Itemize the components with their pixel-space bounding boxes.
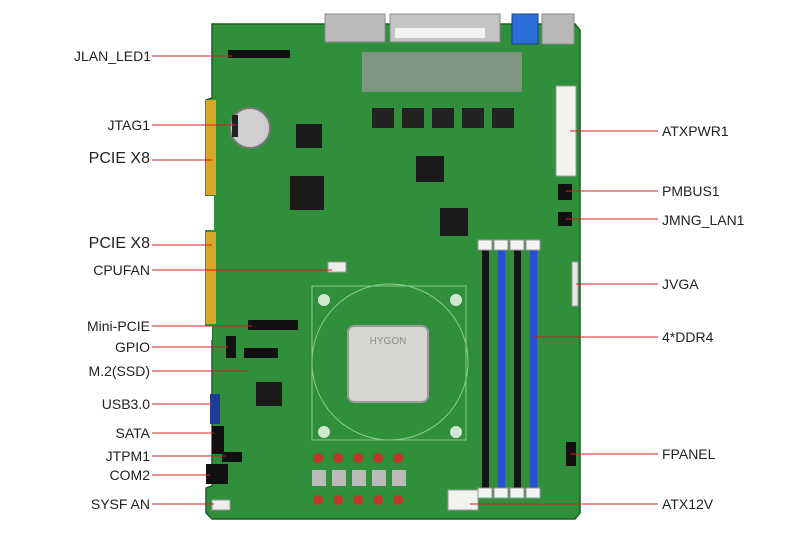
label-pcie-x8-bottom: PCIE X8 [88, 235, 150, 252]
cmos-battery [229, 107, 271, 149]
chip-lan [440, 208, 468, 236]
usb3-header [210, 394, 220, 424]
vrm-chokes [312, 470, 406, 486]
jmng-lan1-connector [558, 212, 572, 226]
label-gpio: GPIO [114, 339, 150, 355]
cpu-package [347, 325, 429, 403]
label-ddr4: 4*DDR4 [662, 329, 714, 345]
leader-lines [152, 55, 658, 505]
label-jlan-led1: JLAN_LED1 [74, 48, 152, 64]
pmbus1-connector [558, 184, 572, 200]
sata-connector [212, 426, 224, 454]
board-notch-2 [200, 326, 212, 340]
pcie-edge-bottom [206, 232, 216, 324]
label-fpanel: FPANEL [662, 446, 716, 462]
chip-pch [290, 176, 324, 210]
label-pmbus1: PMBUS1 [662, 183, 720, 199]
dimm-slot-1 [482, 248, 489, 494]
label-jtag1: JTAG1 [107, 117, 150, 133]
vrm-capacitors [313, 453, 403, 505]
gpio-connector [226, 336, 236, 358]
usb-port [511, 13, 539, 45]
mini-pcie-slot [248, 320, 298, 330]
inductor-bank [362, 52, 522, 92]
label-atx12v: ATX12V [662, 496, 714, 512]
label-atxpwr1: ATXPWR1 [662, 123, 729, 139]
cpu-brand-label: HYGON [370, 336, 407, 347]
jtpm1-header [222, 452, 242, 462]
m2-slot [244, 348, 278, 358]
rj45-port-1 [324, 13, 386, 43]
label-m2-ssd: M.2(SSD) [88, 363, 150, 379]
atx12v-connector [447, 489, 479, 511]
label-jvga: JVGA [662, 276, 699, 292]
label-sysfan: SYSF AN [90, 496, 150, 512]
cpufan-connector [327, 261, 347, 273]
jlan-led1-connector [228, 50, 290, 58]
jtag1-connector [232, 115, 238, 137]
chip-usb [256, 382, 282, 406]
label-cpufan: CPUFAN [93, 262, 150, 278]
pcie-edge-top [206, 100, 216, 195]
label-com2: COM2 [109, 467, 150, 483]
label-mini-pcie: Mini-PCIE [86, 318, 150, 334]
mosfet-row [372, 108, 514, 128]
com2-header [206, 464, 228, 484]
vga-port [541, 13, 575, 45]
serial-label [395, 28, 485, 38]
chip-bmc [416, 156, 444, 182]
dimm-slot-4 [530, 248, 537, 494]
label-usb3: USB3.0 [101, 396, 150, 412]
dimm-slot-3 [514, 248, 521, 494]
label-jtpm1: JTPM1 [105, 448, 150, 464]
sysfan-connector [211, 499, 231, 511]
socket-mount-holes [318, 294, 462, 438]
chip-a [296, 124, 322, 148]
dimm-slot-2 [498, 248, 505, 494]
label-jmng-lan1: JMNG_LAN1 [662, 212, 745, 228]
label-pcie-x8-top: PCIE X8 [88, 150, 150, 167]
label-sata: SATA [115, 425, 151, 441]
board-notch [200, 196, 214, 230]
dimm-latches [477, 239, 541, 499]
cpu-cooler-ring [311, 283, 469, 441]
pcb-board [205, 23, 581, 520]
